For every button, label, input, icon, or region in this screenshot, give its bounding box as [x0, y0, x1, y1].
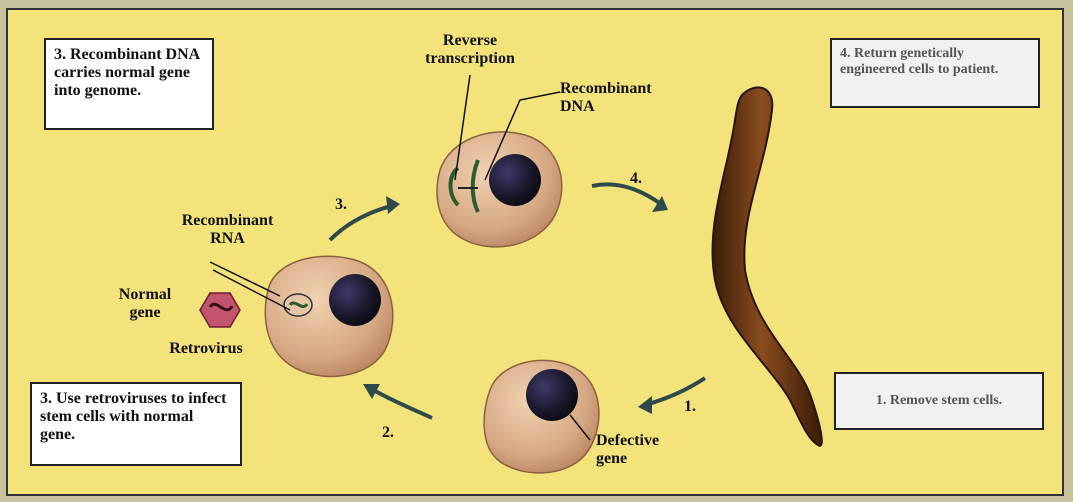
step-4-label: 4. [630, 170, 642, 188]
label-retrovirus: Retrovirus [156, 340, 256, 358]
box-use-retroviruses-text: 3. Use retroviruses to infect stem cells… [40, 390, 226, 443]
step-3-label: 3. [335, 196, 347, 214]
box-remove-stem-cells-text: 1. Remove stem cells. [876, 393, 1002, 408]
label-recombinant-dna: Recombinant DNA [560, 80, 680, 116]
label-defective-gene: Defective gene [596, 432, 676, 468]
nucleus-top [489, 154, 541, 206]
label-reverse-transcription: Reverse transcription [400, 32, 540, 68]
step-1-label: 1. [684, 398, 696, 416]
arrow-step1 [645, 378, 705, 405]
arrow-step2 [370, 388, 432, 418]
box-remove-stem-cells: 1. Remove stem cells. [834, 372, 1044, 430]
bone-shape [713, 87, 822, 445]
step-2-label: 2. [382, 424, 394, 442]
box-return-cells-text: 4. Return genetically engineered cells t… [840, 46, 998, 77]
nucleus-middle [329, 274, 381, 326]
box-return-cells: 4. Return genetically engineered cells t… [830, 38, 1040, 108]
box-recombinant-dna: 3. Recombinant DNA carries normal gene i… [44, 38, 214, 130]
arrow-step4 [592, 184, 662, 205]
label-normal-gene: Normal gene [110, 286, 180, 322]
retrovirus-shape [200, 293, 240, 327]
box-recombinant-dna-text: 3. Recombinant DNA carries normal gene i… [54, 46, 199, 99]
label-recombinant-rna: Recombinant RNA [170, 212, 285, 248]
box-use-retroviruses: 3. Use retroviruses to infect stem cells… [30, 382, 242, 466]
nucleus-bottom [526, 369, 578, 421]
